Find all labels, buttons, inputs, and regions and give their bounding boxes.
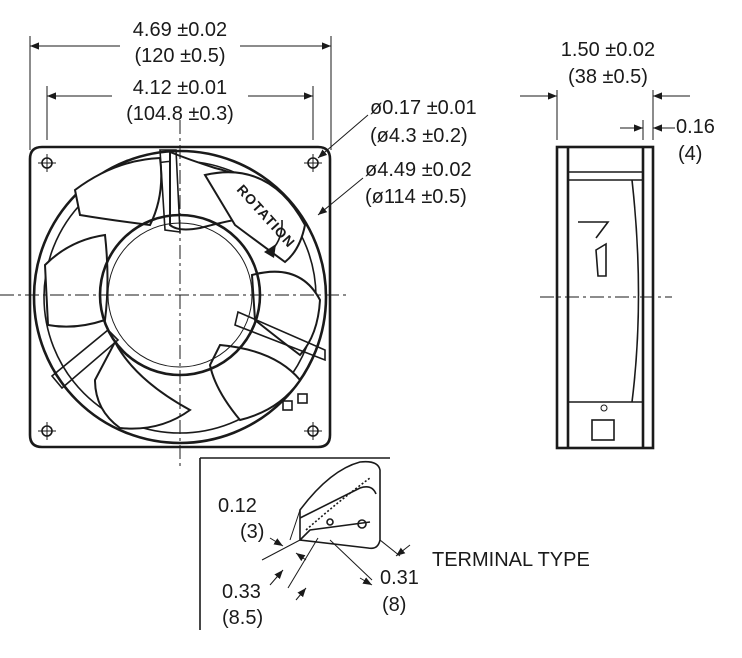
- terminal-length-dimension: 0.31 (8): [329, 539, 419, 616]
- venturi-diameter-inch: ø4.49 ±0.02: [365, 159, 472, 181]
- depth-inch: 1.50 ±0.02: [561, 39, 655, 61]
- depth-mm: (38 ±0.5): [568, 66, 648, 88]
- terminal-detail: 0.12 (3) 0.33 (8.5) 0.31 (8) TERMINAL TY…: [199, 457, 590, 630]
- side-view: 1.50 ±0.02 (38 ±0.5) 0.16 (4): [520, 39, 715, 450]
- terminal-length-mm: (8): [382, 594, 406, 616]
- fan-frame: [28, 145, 332, 449]
- depth-dimension: 1.50 ±0.02 (38 ±0.5): [520, 39, 690, 100]
- flange-inch: 0.16: [676, 116, 715, 138]
- terminal-body: [299, 460, 381, 550]
- hole-spacing-inch: 4.12 ±0.01: [133, 77, 227, 99]
- fan-blades: [43, 150, 322, 430]
- front-view: 4.69 ±0.02 (120 ±0.5) 4.12 ±0.01 (104.8 …: [0, 14, 477, 470]
- terminal-thickness-mm: (3): [240, 521, 264, 543]
- terminal-thickness-dimension: 0.12 (3): [218, 495, 307, 562]
- venturi-diameter-callout: ø4.49 ±0.02 (ø114 ±0.5): [317, 159, 472, 216]
- overall-width-mm: (120 ±0.5): [134, 45, 225, 67]
- flange-dimension: 0.16 (4): [620, 116, 715, 165]
- terminal-width-inch: 0.33: [222, 581, 261, 603]
- hole-diameter-callout: ø0.17 ±0.01 (ø4.3 ±0.2): [317, 97, 477, 159]
- overall-width-inch: 4.69 ±0.02: [133, 19, 227, 41]
- overall-width-dimension: 4.69 ±0.02 (120 ±0.5): [30, 14, 331, 70]
- terminal-width-dimension: 0.33 (8.5): [222, 569, 307, 629]
- hole-diameter-inch: ø0.17 ±0.01: [370, 97, 477, 119]
- terminal-type-title: TERMINAL TYPE: [432, 549, 590, 571]
- hole-diameter-mm: (ø4.3 ±0.2): [370, 125, 468, 147]
- terminal-length-inch: 0.31: [380, 567, 419, 589]
- hole-spacing-dimension: 4.12 ±0.01 (104.8 ±0.3): [47, 72, 313, 128]
- flange-mm: (4): [678, 143, 702, 165]
- terminal-width-mm: (8.5): [222, 607, 263, 629]
- terminal-thickness-inch: 0.12: [218, 495, 257, 517]
- hole-spacing-mm: (104.8 ±0.3): [126, 103, 234, 125]
- venturi-diameter-mm: (ø114 ±0.5): [365, 186, 467, 208]
- mounting-holes: [38, 154, 322, 440]
